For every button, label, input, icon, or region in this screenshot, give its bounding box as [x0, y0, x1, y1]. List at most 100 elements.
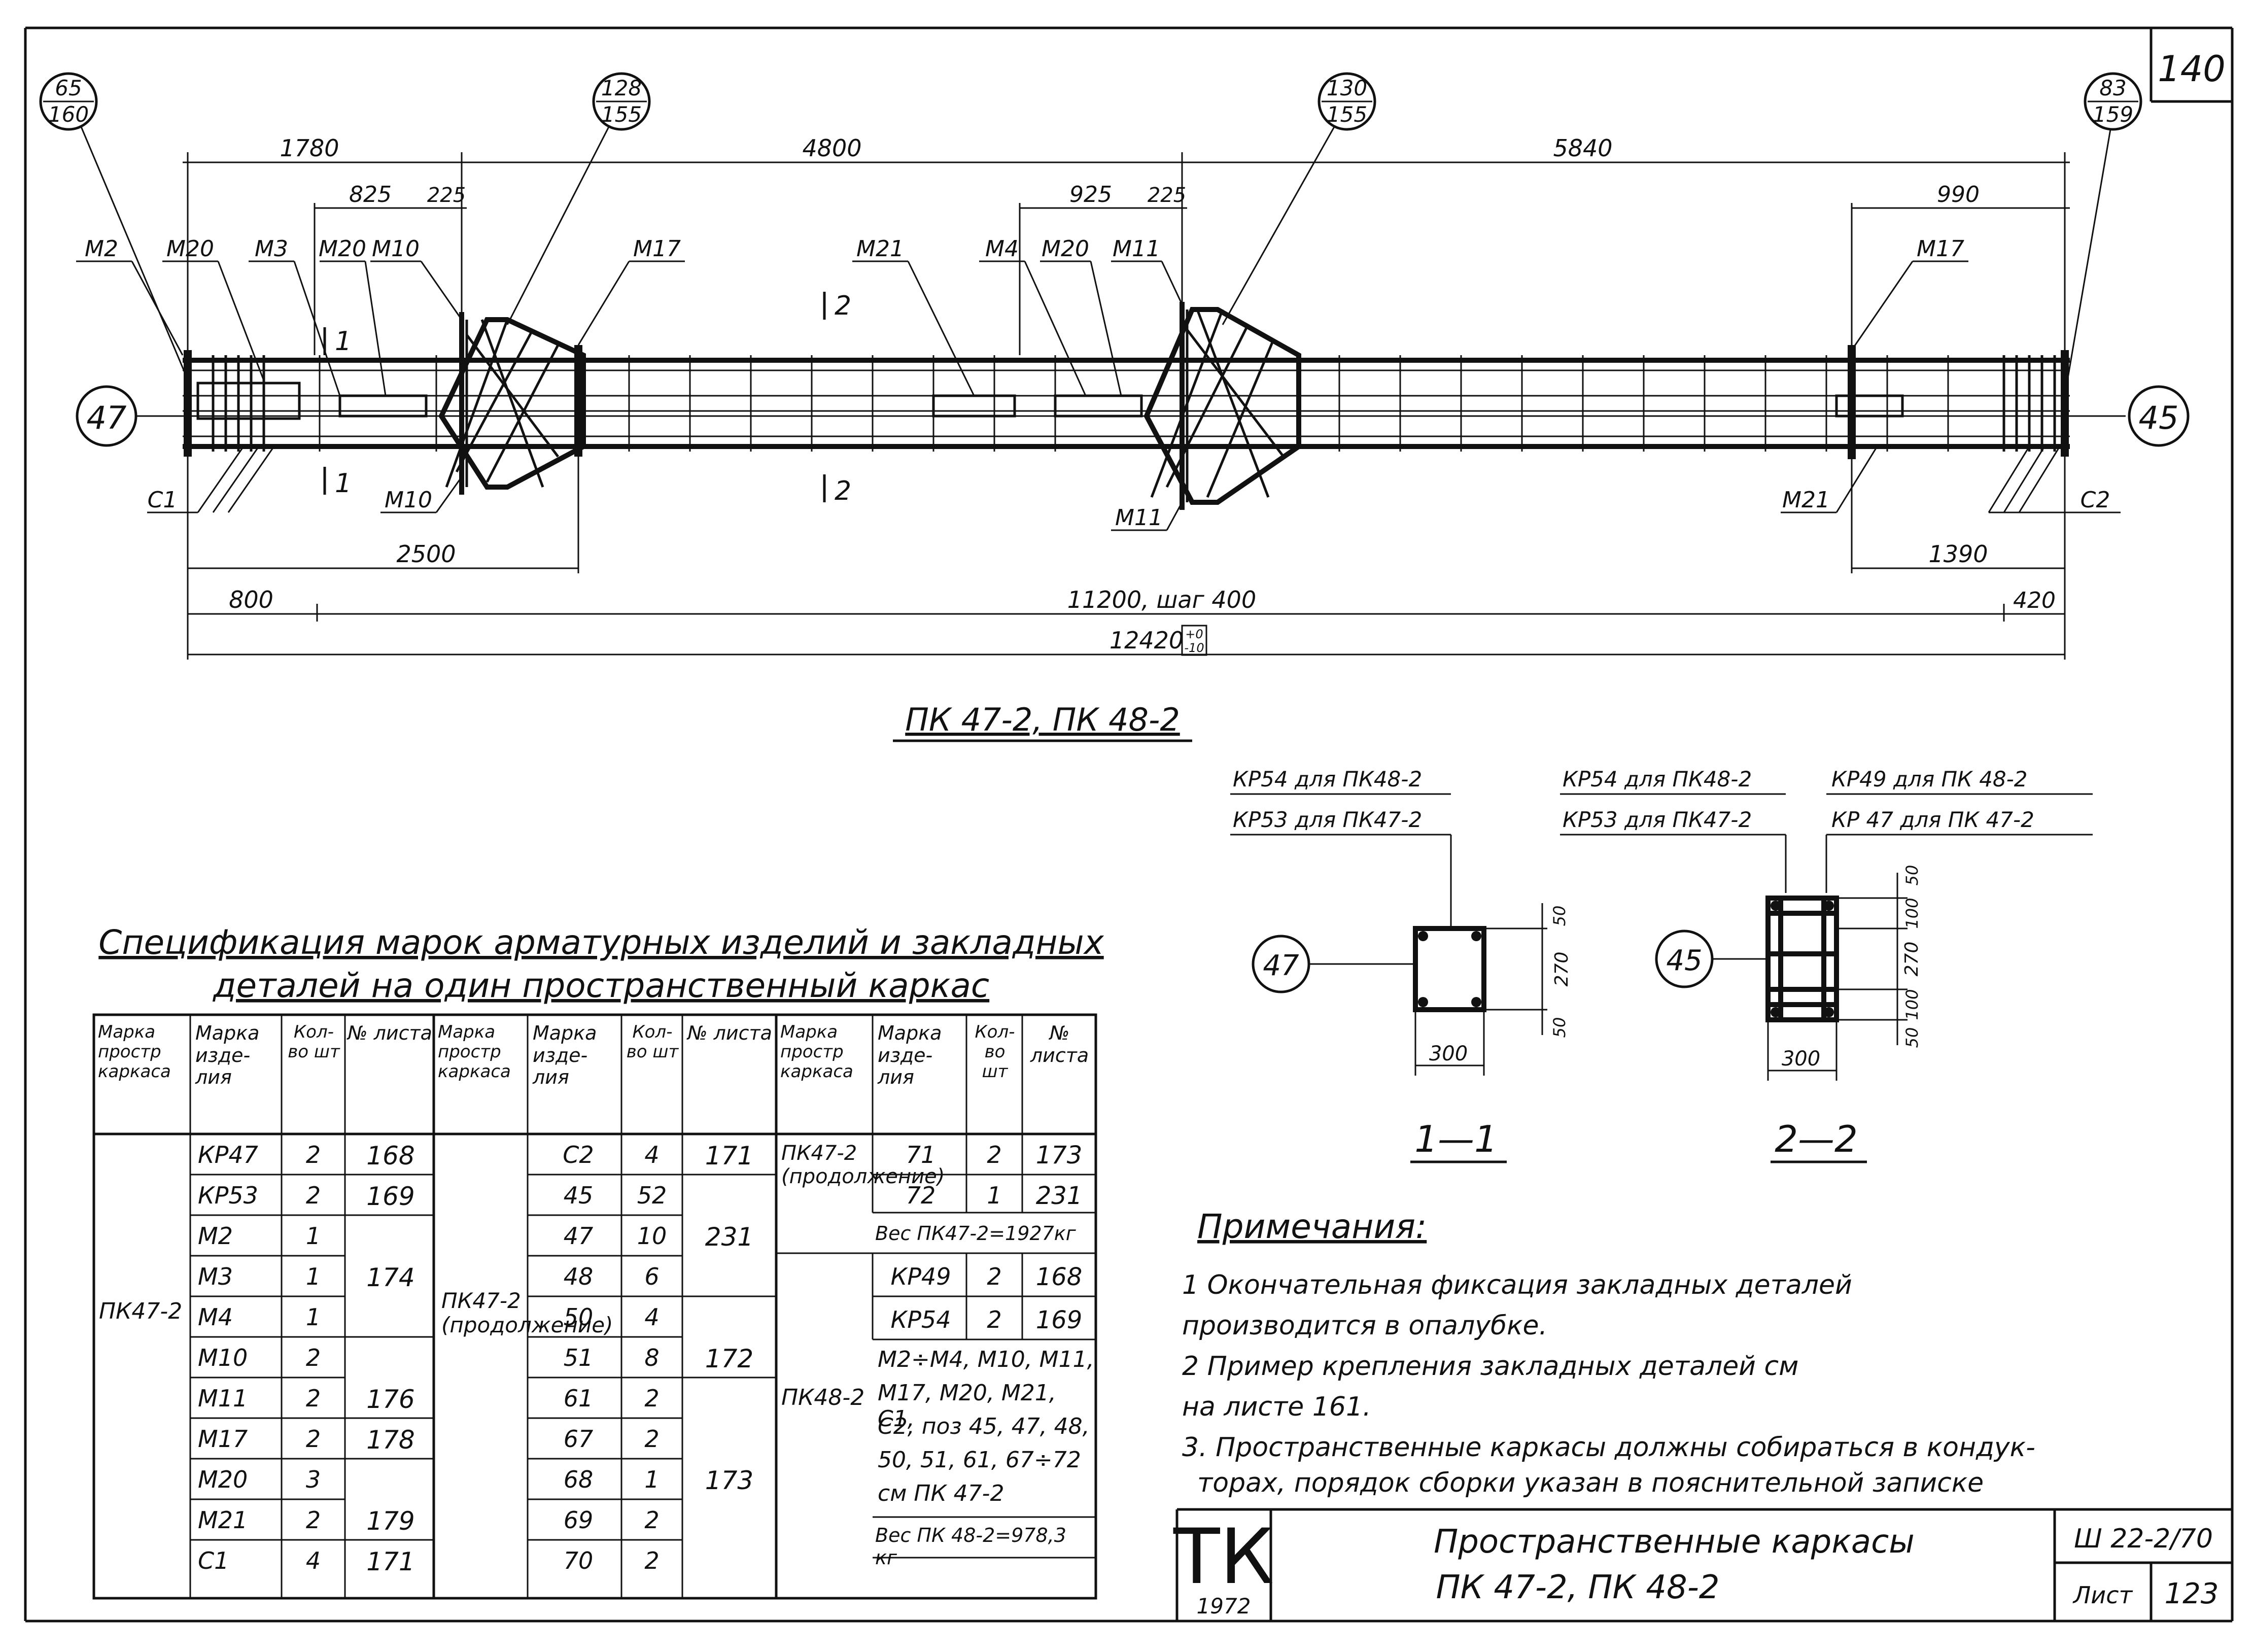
haunch-1	[438, 312, 586, 495]
mark-c2: С2	[2081, 487, 2110, 513]
title-year: 1972	[1197, 1594, 1251, 1619]
dim-990: 990	[1937, 182, 1980, 208]
s11-axis: 47	[1263, 949, 1299, 982]
s11-dim-top: 50	[1550, 906, 1569, 926]
callout-left-bottom: 160	[48, 102, 89, 127]
mark-m2: М2	[85, 236, 118, 262]
mark-m20-c: М20	[1042, 236, 1089, 262]
page-number: 140	[2158, 48, 2226, 90]
mark-m20-b: М20	[319, 236, 366, 262]
dim-1390: 1390	[1928, 540, 1988, 568]
s22-dim-r0: 50	[1902, 865, 1922, 886]
callout-mid1-bottom: 155	[601, 102, 642, 127]
s22-dim-r1: 100	[1902, 898, 1922, 928]
s22-dim-width: 300	[1782, 1047, 1820, 1071]
dim-12420: 12420	[1110, 627, 1184, 654]
mark-m4: М4	[985, 236, 1019, 262]
sheet-label: Лист	[2072, 1581, 2133, 1609]
note-line-3: 2 Пример крепления закладных деталей см	[1182, 1351, 1798, 1382]
dim-5840: 5840	[1553, 134, 1612, 162]
note-line-1: 1 Окончательная фиксация закладных детал…	[1182, 1270, 1852, 1300]
section-2-2: КР54 для ПК48-2 КР53 для ПК47-2 КР49 для…	[1560, 767, 2093, 1163]
s22-cage-outer	[1765, 896, 1839, 1022]
mark-m11-bottom: М11	[1115, 505, 1163, 531]
dim-925: 925	[1069, 182, 1112, 208]
mark-m11-top: М11	[1113, 236, 1160, 262]
mark-m3: М3	[255, 236, 288, 262]
s22-dim-r3: 100	[1902, 989, 1922, 1020]
dim-420: 420	[2013, 588, 2056, 613]
dim-225-b: 225	[1148, 184, 1186, 207]
dim-225-a: 225	[427, 184, 466, 207]
top-mark-labels	[76, 260, 1968, 396]
s22-dim-r2: 270	[1901, 942, 1922, 977]
note-line-6: торах, порядок сборки указан в пояснител…	[1197, 1468, 1984, 1498]
section-mark-1-top: 1	[335, 326, 352, 357]
elevation-view: 47 45 65 160 128 155 130 155 83 159	[39, 72, 2190, 742]
top-dimensions	[183, 152, 2070, 355]
mark-c1: С1	[148, 487, 178, 513]
spec-title-1: Спецификация марок арматурных изделий и …	[98, 923, 1104, 962]
note-line-5: 3. Пространственные каркасы должны собир…	[1182, 1432, 2035, 1463]
title-line-1: Пространственные каркасы	[1434, 1523, 1915, 1561]
mark-m21-bottom: М21	[1782, 487, 1830, 513]
callout-left-top: 65	[55, 76, 82, 100]
elevation-caption: ПК 47-2, ПК 48-2	[905, 701, 1180, 738]
axis-label-left: 47	[87, 399, 127, 436]
plate-m21-right	[1835, 394, 1904, 418]
tolerance-plus: +0	[1185, 627, 1203, 641]
dim-825: 825	[349, 182, 392, 208]
mark-m21-top: М21	[856, 236, 904, 262]
s11-dim-width: 300	[1429, 1042, 1468, 1065]
title-line-2: ПК 47-2, ПК 48-2	[1436, 1569, 1720, 1606]
s11-dim-height: 270	[1551, 952, 1572, 987]
spec-table: Спецификация марок арматурных изделий и …	[92, 923, 1104, 1600]
haunch-2	[1143, 302, 1301, 510]
mark-m10-top: М10	[372, 236, 420, 262]
mark-m10-bottom: М10	[385, 487, 432, 513]
tolerance-minus: -10	[1184, 641, 1204, 655]
callout-mid2-top: 130	[1327, 76, 1367, 100]
note-line-4: на листе 161.	[1182, 1392, 1371, 1422]
c1-rods	[212, 355, 265, 452]
bottom-mark-labels	[147, 446, 2121, 531]
callout-right-top: 83	[2099, 76, 2126, 100]
dim-1780: 1780	[280, 134, 339, 162]
mark-m20-a: М20	[166, 236, 214, 262]
mark-m17-b: М17	[1917, 236, 1964, 262]
callout-right-bottom: 159	[2093, 102, 2133, 127]
title-block	[1175, 1508, 2232, 1621]
section-mark-2-top: 2	[835, 291, 851, 321]
note-line-2: производится в опалубке.	[1182, 1311, 1547, 1341]
s22-dim-r4: 50	[1902, 1027, 1922, 1048]
plate-m20-left	[196, 382, 301, 420]
plate-m21	[932, 394, 1016, 418]
s11-cage	[1413, 926, 1486, 1012]
s22-label-kr54: КР54 для ПК48-2	[1563, 767, 1752, 791]
callout-mid1-top: 128	[601, 76, 642, 100]
s11-dim-bottom: 50	[1550, 1017, 1569, 1038]
dim-11200: 11200, шаг 400	[1067, 586, 1256, 613]
notes: Примечания: 1 Окончательная фиксация зак…	[1182, 1207, 2035, 1498]
s22-axis: 45	[1666, 944, 1702, 977]
stirrups	[319, 355, 1949, 452]
spec-title-2: деталей на один пространственный каркас	[213, 966, 989, 1005]
bottom-dimensions	[187, 457, 2066, 660]
dim-800: 800	[229, 586, 273, 613]
axis-label-right: 45	[2139, 399, 2179, 436]
s11-label-kr54: КР54 для ПК48-2	[1233, 767, 1422, 791]
s22-label-kr49: КР49 для ПК 48-2	[1831, 767, 2028, 791]
org-logo: ТК	[1173, 1513, 1274, 1601]
s22-label-kr47: КР 47 для ПК 47-2	[1831, 807, 2034, 832]
s22-label-kr53: КР53 для ПК47-2	[1563, 807, 1752, 832]
s22-caption: 2—2	[1775, 1118, 1858, 1160]
section-1-1: КР54 для ПК48-2 КР53 для ПК47-2 47 300 2…	[1230, 767, 1572, 1163]
dim-4800: 4800	[802, 134, 861, 162]
s11-caption: 1—1	[1414, 1118, 1498, 1160]
s11-label-kr53: КР53 для ПК47-2	[1233, 807, 1422, 832]
drawing-code: Ш 22-2/70	[2074, 1524, 2213, 1554]
c2-rods	[2002, 355, 2056, 452]
plate-m3	[338, 394, 428, 418]
plate-m4	[1054, 394, 1143, 418]
